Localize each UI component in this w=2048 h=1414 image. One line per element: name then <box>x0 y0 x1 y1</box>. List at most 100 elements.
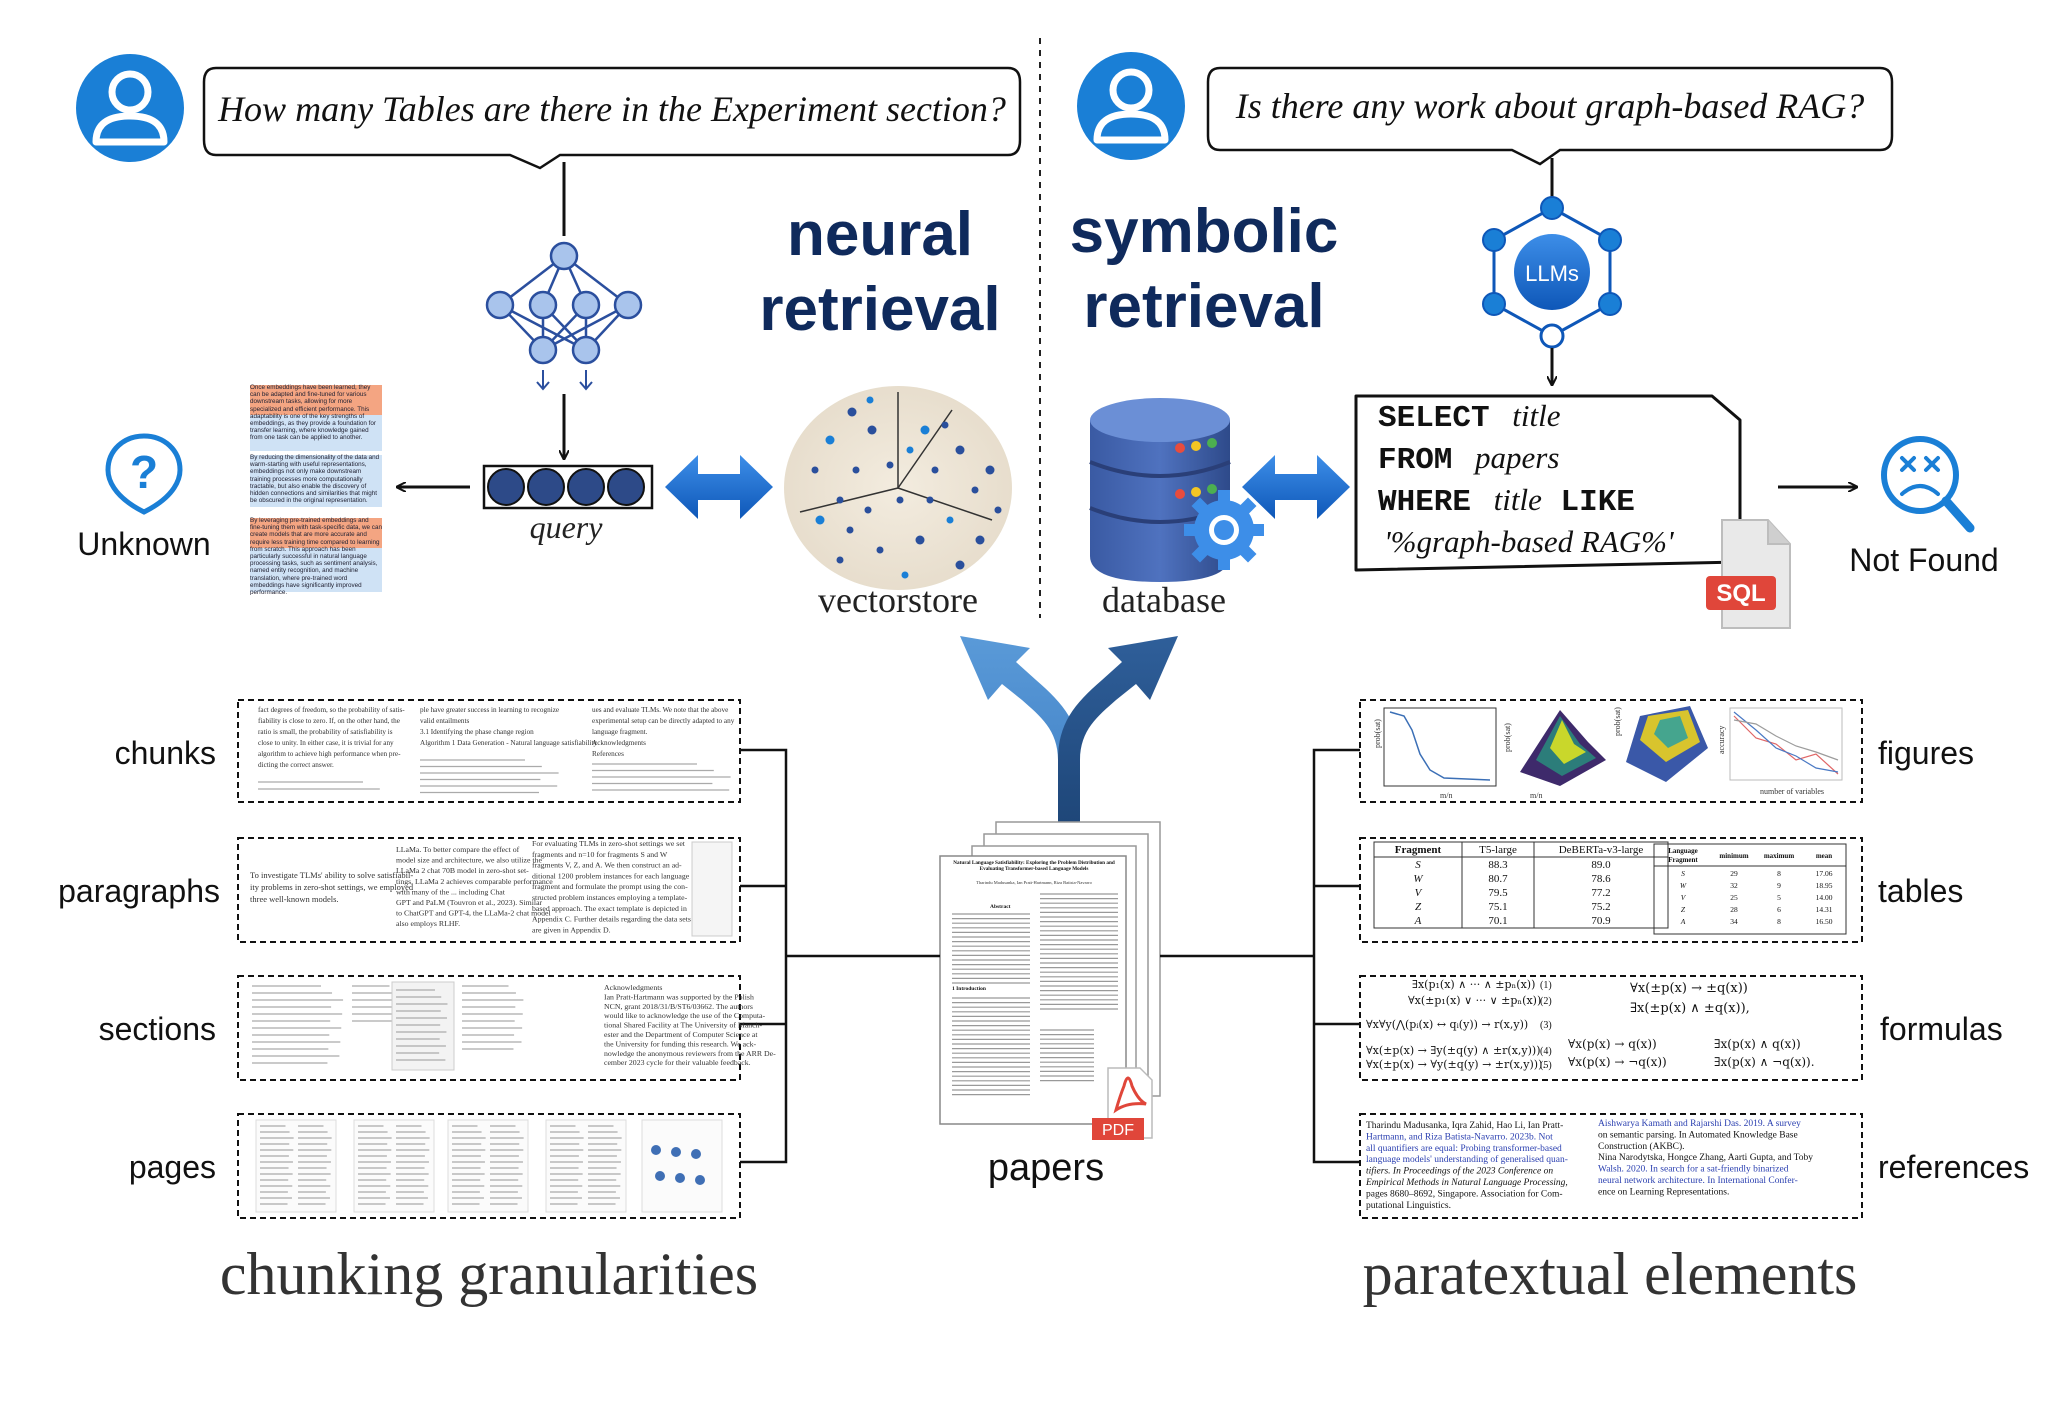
table-cell: 25 <box>1730 893 1738 902</box>
fig-xlabel-1: m/n <box>1440 791 1452 800</box>
symbolic-title-line1: symbolic <box>1070 197 1339 266</box>
vector-point <box>811 466 819 474</box>
chunk-sample-text: ratio is small, the probability of satis… <box>258 728 393 736</box>
vector-point <box>901 571 909 579</box>
formula: ∀x∀y(⋀(pᵢ(x) ↔ qᵢ(y)) → r(x,y)) <box>1366 1018 1528 1031</box>
section-sample-text: NCN, grant 2018/31/B/ST6/03662. The auth… <box>604 1002 753 1011</box>
reference-line: Walsh. 2020. In search for a sat-friendl… <box>1598 1164 1789 1175</box>
user-icon <box>76 54 184 162</box>
paragraph-sample-text: structed problem instances employing a t… <box>532 893 688 902</box>
paragraph-sample-text: LLaMa. To better compare the effect of <box>396 845 520 854</box>
page-figure-dot <box>691 1149 701 1159</box>
reference-line: on semantic parsing. In Automated Knowle… <box>1598 1130 1798 1140</box>
vector-point <box>866 396 874 404</box>
label-formulas: formulas <box>1880 1011 2003 1047</box>
formula-number: (2) <box>1540 996 1552 1007</box>
table-header-cell: minimum <box>1719 852 1748 860</box>
reference-line: ence on Learning Representations. <box>1598 1187 1729 1197</box>
vectorstore-label: vectorstore <box>818 580 978 620</box>
page-figure-dot <box>675 1173 685 1183</box>
section-sample-text: tional Shared Facility at The University… <box>604 1021 763 1030</box>
table-cell: Z <box>1681 905 1686 914</box>
sql-val-title: title <box>1512 398 1560 433</box>
reference-line: pages 8680–8692, Singapore. Association … <box>1366 1188 1563 1199</box>
table-cell: 70.9 <box>1591 915 1611 927</box>
table-cell: Z <box>1415 901 1422 913</box>
section-sample-text: nowledge the anonymous reviewers from th… <box>604 1049 776 1058</box>
granularity-paragraphs: To investigate TLMs' ability to solve sa… <box>237 837 741 943</box>
chunk-text-2: By reducing the dimensionality of the da… <box>250 454 380 505</box>
formula: ∃x(p(x) ∧ q(x)) <box>1714 1037 1801 1051</box>
page-thumbnail <box>545 1119 627 1213</box>
element-references: Tharindu Madusanka, Iqra Zahid, Hao Li, … <box>1359 1113 1863 1219</box>
database-icon <box>1089 398 1231 582</box>
section-sample-text: Ian Pratt-Hartmann was supported by the … <box>604 992 754 1001</box>
granularity-chunks: fact degrees of freedom, so the probabil… <box>237 699 741 803</box>
label-pages: pages <box>129 1149 216 1185</box>
element-figures: prob(sat) m/n prob(sat) m/n prob(sat) ac… <box>1359 699 1863 803</box>
question-right: Is there any work about graph-based RAG? <box>1235 86 1865 126</box>
question-left: How many Tables are there in the Experim… <box>217 89 1006 129</box>
paragraph-sample-text: fragments and n=10 for fragments S and W <box>532 850 668 859</box>
paragraph-sample-text: to ChatGPT and GPT-4, the LLaMa-2 chat m… <box>396 909 551 918</box>
table-cell: 8 <box>1777 917 1781 926</box>
formula: ∃x(p(x) ∧ ¬q(x)). <box>1714 1055 1815 1069</box>
paragraph-sample-text: GPT and PaLM (Touvron et al., 2023). Sim… <box>396 898 543 907</box>
table-header-cell: mean <box>1816 852 1832 860</box>
chunk-sample-text: Algorithm 1 Data Generation - Natural la… <box>420 739 597 747</box>
page-figure-dot <box>671 1147 681 1157</box>
sql-file-icon: SQL <box>1706 519 1791 629</box>
question-mark-icon: ? <box>105 433 183 515</box>
vector-point <box>886 461 894 469</box>
table-cell: A <box>1680 917 1686 926</box>
sad-search-icon <box>1881 436 1975 533</box>
formula-number: (1) <box>1540 980 1552 991</box>
vector-point <box>836 556 844 564</box>
table-cell: 32 <box>1730 881 1738 890</box>
table-cell: 77.2 <box>1591 887 1610 899</box>
table-header-cell: maximum <box>1764 852 1795 860</box>
page-thumbnail <box>641 1119 723 1213</box>
vector-point <box>836 496 844 504</box>
user-icon-right <box>1077 52 1185 160</box>
query-vector <box>482 464 654 510</box>
neural-title-line1: neural <box>787 200 973 269</box>
sql-val-papers: papers <box>1473 440 1559 475</box>
paper-intro-head: 1 Introduction <box>952 986 986 992</box>
double-arrow-icon-right <box>1242 455 1350 519</box>
table-cell: 18.95 <box>1816 881 1833 890</box>
sql-query-box: SELECT title FROM papers WHERE title LIK… <box>1354 394 1742 572</box>
table-cell: 14.31 <box>1816 905 1833 914</box>
granularity-pages <box>237 1113 741 1219</box>
paragraph-sample-text: To investigate TLMs' ability to solve sa… <box>250 870 413 880</box>
double-arrow-icon <box>665 455 773 519</box>
table-cell: 9 <box>1777 881 1781 890</box>
vector-point <box>815 515 825 525</box>
fig-ylabel-2: prob(sat) <box>1503 723 1512 752</box>
unknown-label: Unknown <box>77 526 210 562</box>
reference-line: Aishwarya Kamath and Rajarshi Das. 2019.… <box>1598 1119 1801 1129</box>
table-cell: 88.3 <box>1488 859 1508 871</box>
section-page-thumb <box>391 981 455 1071</box>
table-border <box>1653 843 1847 935</box>
paragraph-sample-text: fragments V, Z, and A. We then construct… <box>532 861 682 870</box>
vector-point <box>975 535 985 545</box>
label-chunks: chunks <box>115 735 216 771</box>
paper-title: Natural Language Satisfiability: Explori… <box>953 860 1115 872</box>
paragraph-sample-text: For evaluating TLMs in zero-shot setting… <box>532 839 686 848</box>
formula-number: (3) <box>1540 1020 1552 1031</box>
paragraph-sample-text: Appendix C. Further details regarding th… <box>532 915 691 924</box>
label-tables: tables <box>1878 873 1963 909</box>
section-sample-text: ester and the Department of Computer Sci… <box>604 1030 758 1039</box>
paragraph-sample-text: ditional 1200 problem instances for each… <box>532 871 690 880</box>
section-sample-text: would like to acknowledge the use of the… <box>604 1011 765 1020</box>
vector-point <box>852 466 860 474</box>
question-bubble-left: How many Tables are there in the Experim… <box>202 66 1022 170</box>
paragraph-sample-text: LLaMa 2 chat 70B model in zero-shot set- <box>396 866 529 875</box>
table-cell: A <box>1414 915 1422 927</box>
vector-point <box>946 516 954 524</box>
table-cell: 5 <box>1777 893 1781 902</box>
fig-ylabel-4: accuracy <box>1717 726 1726 754</box>
chunk-sample-text: 3.1 Identifying the phase change region <box>420 728 534 736</box>
